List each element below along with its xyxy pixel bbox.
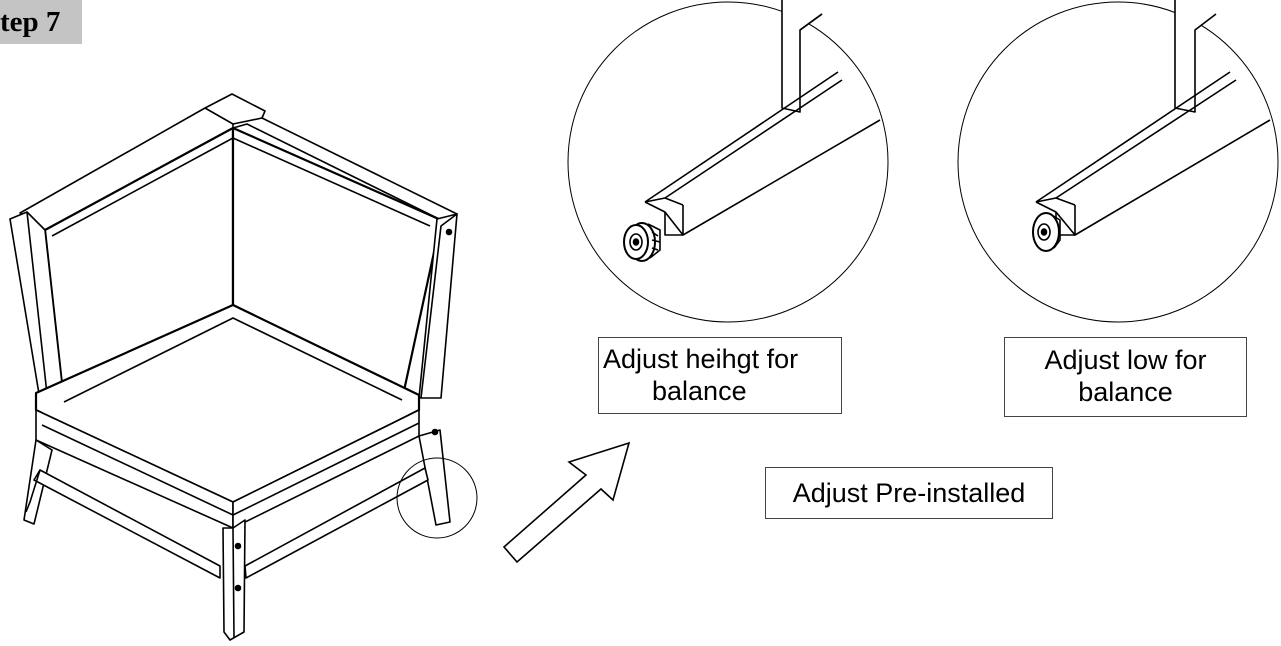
callout-adjust-preinstalled-text: Adjust Pre-installed — [792, 478, 1026, 508]
callout-adjust-high-line2: balance — [652, 376, 747, 406]
step-heading-text: tep 7 — [0, 6, 61, 38]
leg-foot-extended-detail — [568, 0, 888, 322]
callout-adjust-low-line1: Adjust low for — [1044, 345, 1207, 375]
callout-adjust-high: Adjust heihgt for balance — [598, 337, 842, 414]
corner-chair-illustration — [10, 94, 477, 640]
callout-adjust-low: Adjust low for balance — [1004, 337, 1247, 417]
step-heading: tep 7 — [0, 0, 82, 44]
callout-adjust-low-line2: balance — [1078, 377, 1173, 407]
callout-adjust-high-line1: Adjust heihgt for — [603, 344, 799, 374]
leg-foot-retracted-detail — [958, 0, 1278, 322]
callout-adjust-preinstalled: Adjust Pre-installed — [765, 467, 1053, 519]
outline-arrow-icon — [504, 443, 629, 562]
